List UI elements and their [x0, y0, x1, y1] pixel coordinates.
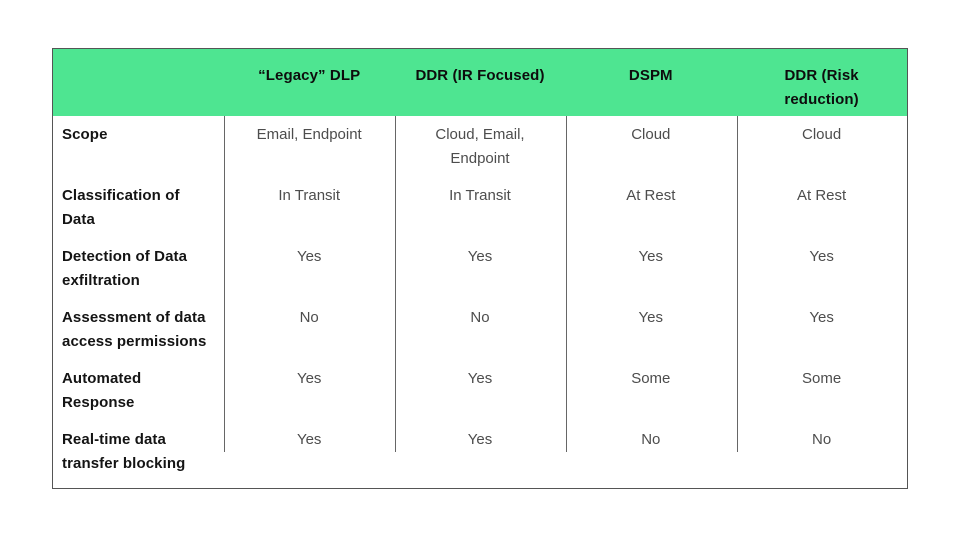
cell-value: Yes: [638, 309, 664, 326]
column-divider: [224, 116, 225, 452]
table-row-realtime-blocking: Real-time data transfer blocking Yes Yes…: [53, 421, 907, 487]
cell-value: No: [641, 431, 661, 448]
row-label: Detection of Data exfiltration: [62, 248, 188, 289]
cell-value: In Transit: [278, 187, 341, 204]
cell-value: Yes: [638, 248, 664, 265]
table-body: Scope Email, Endpoint Cloud, Email, Endp…: [53, 116, 907, 488]
cell-value: Email, Endpoint: [256, 126, 362, 143]
cell-value: Some: [631, 370, 671, 387]
cell-value: Cloud: [801, 126, 842, 143]
cell-value: No: [470, 309, 490, 326]
table-header-row: “Legacy” DLP DDR (IR Focused) DSPM DDR (…: [53, 49, 907, 116]
cell-value: Yes: [467, 431, 493, 448]
column-divider: [566, 116, 567, 452]
cell-value: Cloud: [631, 126, 671, 143]
cell-value: Yes: [296, 431, 322, 448]
table-row-automated-response: Automated Response Yes Yes Some Some: [53, 360, 907, 421]
header-cell-legacy-dlp: “Legacy” DLP: [258, 67, 361, 84]
cell-value: No: [812, 431, 832, 448]
cell-value: At Rest: [797, 187, 847, 204]
cell-value: Yes: [467, 370, 493, 387]
header-cell-ddr-ir: DDR (IR Focused): [415, 67, 545, 84]
cell-value: Yes: [296, 370, 322, 387]
table-row-scope: Scope Email, Endpoint Cloud, Email, Endp…: [53, 116, 907, 177]
row-label: Real-time data transfer blocking: [62, 431, 186, 472]
header-cell-ddr-risk: DDR (Risk reduction): [784, 67, 859, 108]
cell-value: Cloud, Email, Endpoint: [435, 126, 525, 167]
cell-value: Some: [802, 370, 842, 387]
row-label: Automated Response: [62, 370, 142, 411]
cell-value: Yes: [809, 248, 834, 265]
header-cell-dspm: DSPM: [628, 67, 673, 84]
cell-value: Yes: [809, 309, 834, 326]
row-label: Assessment of data access permissions: [62, 309, 207, 350]
table-row-assessment: Assessment of data access permissions No…: [53, 299, 907, 360]
row-label: Scope: [62, 126, 108, 143]
comparison-table: “Legacy” DLP DDR (IR Focused) DSPM DDR (…: [52, 48, 908, 489]
cell-value: In Transit: [449, 187, 511, 204]
cell-value: Yes: [467, 248, 493, 265]
cell-value: No: [299, 309, 319, 326]
header-cell-empty: [53, 49, 224, 116]
cell-value: Yes: [296, 248, 322, 265]
table-row-detection: Detection of Data exfiltration Yes Yes Y…: [53, 238, 907, 299]
cell-value: At Rest: [626, 187, 676, 204]
column-divider: [737, 116, 738, 452]
table-row-classification: Classification of Data In Transit In Tra…: [53, 177, 907, 238]
row-label: Classification of Data: [62, 187, 180, 228]
column-divider: [395, 116, 396, 452]
